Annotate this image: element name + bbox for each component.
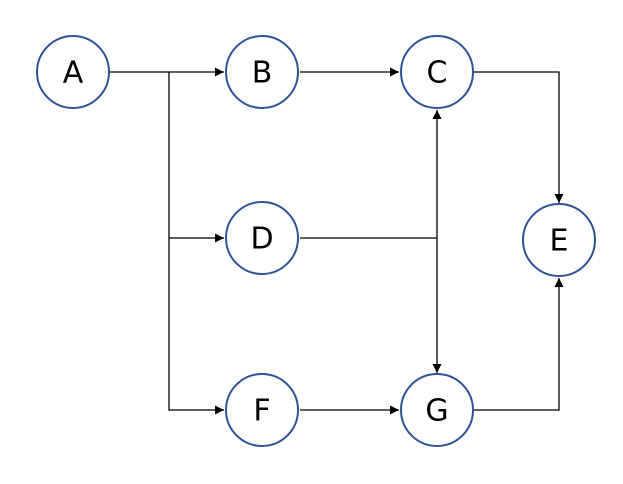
node-e-circle	[522, 203, 596, 277]
node-c-label: C	[427, 56, 448, 91]
node-b-label: B	[252, 56, 273, 91]
node-f: F	[225, 373, 299, 447]
node-d-circle	[225, 201, 299, 275]
node-b: B	[225, 35, 299, 109]
edge-a-f	[168, 238, 224, 415]
node-e: E	[522, 203, 596, 277]
node-c: C	[400, 35, 474, 109]
edge-a-d	[168, 72, 224, 243]
node-d: D	[225, 201, 299, 275]
edges-layer	[110, 67, 564, 415]
node-e-label: E	[550, 224, 569, 259]
node-g: G	[400, 373, 474, 447]
node-g-circle	[400, 373, 474, 447]
node-d-label: D	[250, 222, 273, 257]
node-b-circle	[225, 35, 299, 109]
node-a: A	[36, 35, 110, 109]
node-f-circle	[225, 373, 299, 447]
edge-g-e	[474, 278, 564, 411]
node-c-circle	[400, 35, 474, 109]
node-a-label: A	[63, 56, 84, 91]
node-a-circle	[36, 35, 110, 109]
node-f-label: F	[253, 394, 270, 429]
node-g-label: G	[425, 394, 448, 429]
edge-c-e	[474, 71, 564, 203]
nodes-layer: A B C D E F G	[36, 35, 596, 447]
